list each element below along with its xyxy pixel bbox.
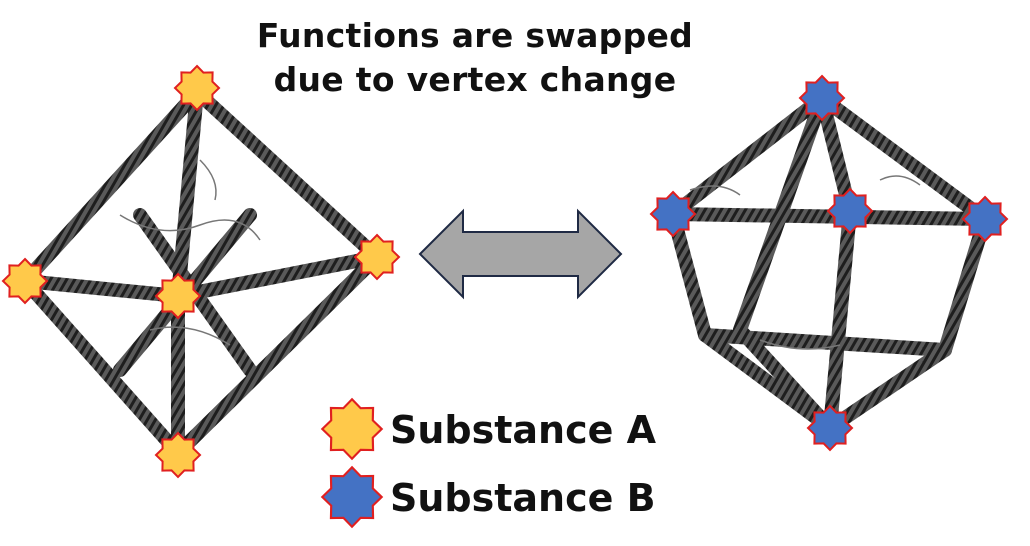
- legend-star-icon-a: [321, 398, 383, 460]
- title-line-1: Functions are swapped: [256, 16, 694, 55]
- right-edge: [666, 207, 712, 342]
- star-icon-yellow: [155, 432, 201, 478]
- linker-strand: [689, 185, 741, 196]
- left-structure-strands: [119, 159, 261, 346]
- left-edge: [190, 85, 384, 264]
- legend-label-substance-a: Substance A: [390, 408, 657, 452]
- title-line-2: due to vertex change: [273, 60, 677, 99]
- right-edge: [815, 91, 857, 218]
- star-icon-yellow: [2, 258, 48, 304]
- linker-strand: [199, 159, 217, 201]
- right-edge: [823, 343, 952, 435]
- star-icon-yellow: [174, 65, 220, 111]
- linker-strand: [759, 339, 841, 350]
- legend-star-icon-b: [321, 466, 383, 528]
- right-edge: [815, 91, 992, 226]
- linker-strand: [119, 214, 261, 241]
- right-edge: [666, 207, 992, 226]
- right-edge: [666, 91, 829, 221]
- right-edge: [938, 212, 992, 357]
- star-icon-blue: [962, 196, 1008, 242]
- left-edge: [18, 274, 185, 303]
- left-structure-diagram: [18, 85, 384, 460]
- page-title: Functions are swapped due to vertex chan…: [230, 14, 720, 102]
- left-edge: [18, 85, 204, 288]
- legend-label-substance-b: Substance B: [390, 476, 656, 520]
- star-icon-yellow: [354, 234, 400, 280]
- star-icon-yellow: [155, 273, 201, 319]
- left-edge: [171, 250, 384, 460]
- right-edge: [823, 204, 857, 435]
- left-edge: [18, 274, 185, 460]
- star-icon-blue: [827, 188, 873, 234]
- linker-strand: [149, 326, 231, 346]
- right-structure-diagram: [666, 91, 992, 435]
- star-icon-blue: [799, 75, 845, 121]
- star-icon-blue: [807, 405, 853, 451]
- star-icon-blue: [650, 191, 696, 237]
- right-structure-strands: [689, 175, 921, 350]
- left-edge: [171, 250, 384, 303]
- double-headed-arrow-icon: [418, 208, 623, 300]
- linker-strand: [879, 175, 921, 186]
